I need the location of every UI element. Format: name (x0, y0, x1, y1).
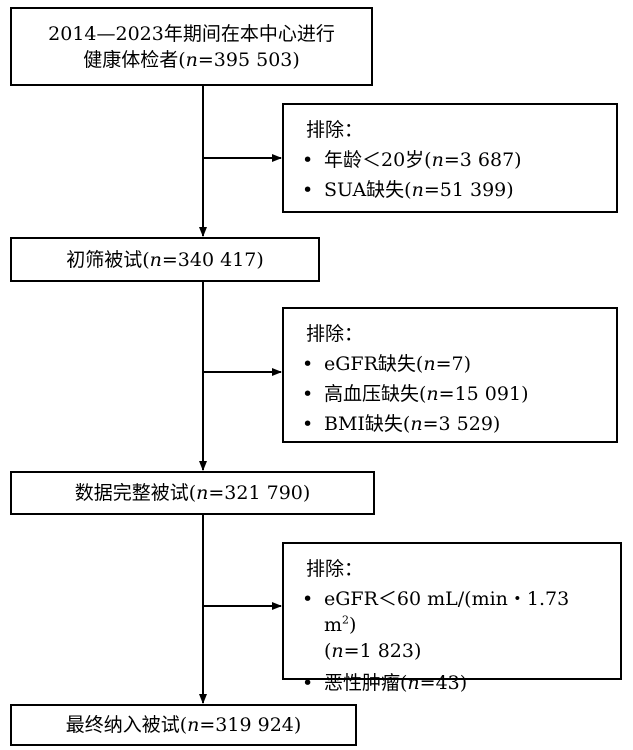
complete-data-label: 数据完整被试(n=321 790) (74, 482, 311, 504)
exclusion-title: 排除： (306, 119, 364, 141)
complete-data-box: 数据完整被试(n=321 790) (10, 471, 375, 515)
final-included-box: 最终纳入被试(n=319 924) (10, 704, 357, 746)
exclusion-box-3: 排除： • eGFR＜60 mL/(min・1.73 m2) (n=1 823)… (282, 542, 622, 694)
exclusion-item: • 年龄＜20岁(n=3 687) (302, 149, 522, 171)
exclusion-box-2: 排除： • eGFR缺失(n=7) • 高血压缺失(n=15 091) • BM… (282, 307, 618, 443)
exclusion-item: • 恶性肿瘤(n=43) (302, 672, 468, 694)
screened-label: 初筛被试(n=340 417) (66, 248, 264, 271)
start-population-box: 2014—2023年期间在本中心进行 健康体检者(n=395 503) (10, 7, 373, 86)
exclusion-item: • BMI缺失(n=3 529) (302, 413, 501, 435)
exclusion-item: • SUA缺失(n=51 399) (302, 179, 514, 201)
screened-box: 初筛被试(n=340 417) (10, 237, 320, 282)
exclusion-title: 排除： (306, 558, 364, 580)
exclusion-item: • 高血压缺失(n=15 091) (302, 383, 529, 405)
exclusion-box-1: 排除： • 年龄＜20岁(n=3 687) • SUA缺失(n=51 399) (282, 103, 618, 213)
exclusion-item: • eGFR＜60 mL/(min・1.73 m2) (n=1 823) (302, 588, 570, 662)
final-included-label: 最终纳入被试(n=319 924) (65, 714, 302, 736)
start-population-line2: 健康体检者(n=395 503) (83, 48, 300, 71)
exclusion-title: 排除： (306, 323, 364, 345)
start-population-line1: 2014—2023年期间在本中心进行 (48, 22, 335, 45)
exclusion-item: • eGFR缺失(n=7) (302, 353, 471, 375)
